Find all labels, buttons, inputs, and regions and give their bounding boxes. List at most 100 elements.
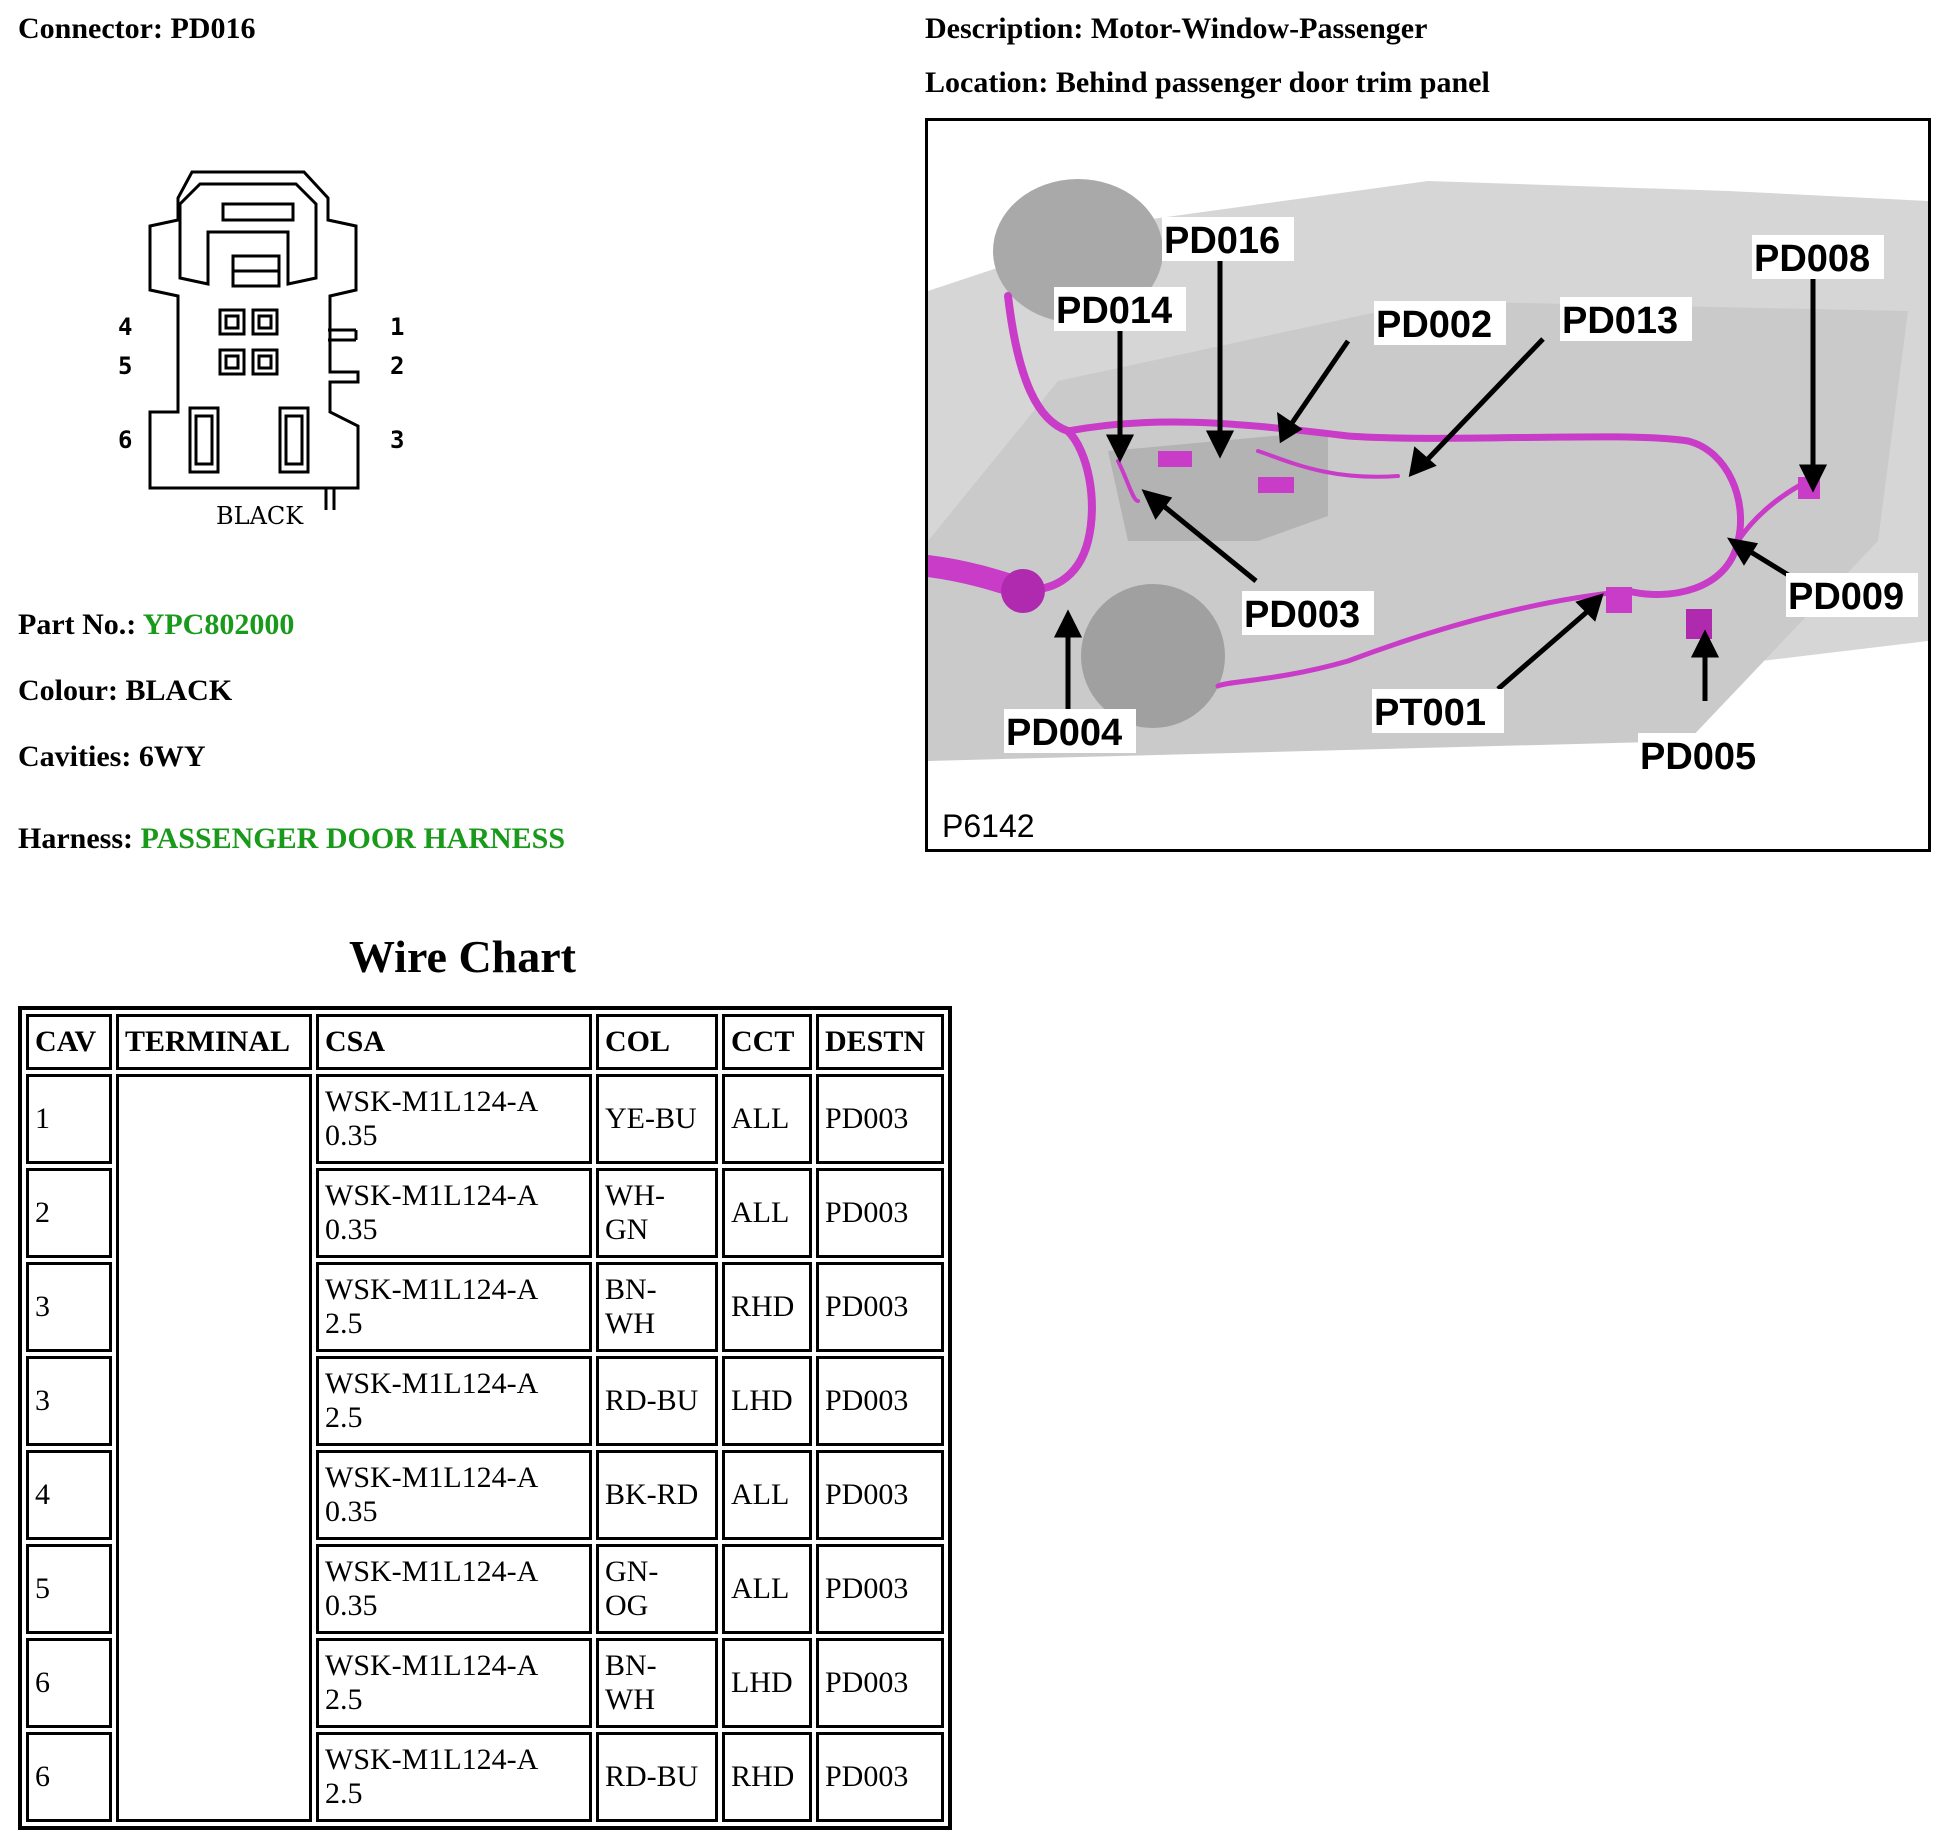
cell-destn: PD003 xyxy=(816,1262,944,1352)
cell-destn: PD003 xyxy=(816,1732,944,1822)
cell-col: RD-BU xyxy=(596,1356,718,1446)
cell-col: BK-RD xyxy=(596,1450,718,1540)
cavities-label: Cavities: xyxy=(18,740,132,773)
pin-label-6: 6 xyxy=(118,426,132,454)
cell-csa-size: 2.5 xyxy=(325,1307,363,1340)
callout-pd004: PD004 xyxy=(1006,712,1122,754)
callout-pd003: PD003 xyxy=(1244,594,1360,636)
description-line: Description: Motor-Window-Passenger xyxy=(925,12,1427,46)
cell-csa-spec: WSK-M1L124-A xyxy=(325,1273,539,1306)
cell-csa-spec: WSK-M1L124-A xyxy=(325,1461,539,1494)
callout-pd016: PD016 xyxy=(1164,220,1280,262)
cell-col-line1: YE-BU xyxy=(605,1102,697,1135)
description-label: Description: xyxy=(925,12,1084,45)
cell-csa-size: 0.35 xyxy=(325,1119,378,1152)
callout-pd014: PD014 xyxy=(1056,290,1172,332)
location-value: Behind passenger door trim panel xyxy=(1055,66,1490,99)
cell-terminal xyxy=(116,1074,312,1822)
location-label: Location: xyxy=(925,66,1049,99)
pin-label-5: 5 xyxy=(118,352,132,380)
cell-csa-spec: WSK-M1L124-A xyxy=(325,1179,539,1212)
table-header-row: CAV TERMINAL CSA COL CCT DESTN xyxy=(26,1014,944,1070)
cell-cct: ALL xyxy=(722,1450,812,1540)
connector-color-text: BLACK xyxy=(216,502,304,530)
cell-destn: PD003 xyxy=(816,1074,944,1164)
cell-csa-spec: WSK-M1L124-A xyxy=(325,1367,539,1400)
cavities-line: Cavities: 6WY xyxy=(18,740,205,774)
pin-label-2: 2 xyxy=(390,352,404,380)
header-csa: CSA xyxy=(316,1014,592,1070)
locator-diagram: PD016 PD014 PD002 PD013 PD008 PD003 PD00… xyxy=(925,118,1931,852)
cell-col-line2: OG xyxy=(605,1589,649,1622)
cell-cav: 6 xyxy=(26,1732,112,1822)
cell-col-line1: WH- xyxy=(605,1179,665,1212)
cell-col: BN-WH xyxy=(596,1638,718,1728)
cell-destn: PD003 xyxy=(816,1544,944,1634)
colour-value: BLACK xyxy=(125,674,233,707)
cell-cav: 5 xyxy=(26,1544,112,1634)
cell-destn: PD003 xyxy=(816,1638,944,1728)
harness-line: Harness: PASSENGER DOOR HARNESS xyxy=(18,822,565,856)
cell-csa-spec: WSK-M1L124-A xyxy=(325,1085,539,1118)
header-terminal: TERMINAL xyxy=(116,1014,312,1070)
cell-col-line2: GN xyxy=(605,1213,649,1246)
cell-destn: PD003 xyxy=(816,1168,944,1258)
cell-col: BN-WH xyxy=(596,1262,718,1352)
pin-label-4: 4 xyxy=(118,313,132,341)
cell-col: GN-OG xyxy=(596,1544,718,1634)
harness-value: PASSENGER DOOR HARNESS xyxy=(140,822,566,855)
locator-code: P6142 xyxy=(942,808,1035,844)
callout-pd008: PD008 xyxy=(1754,238,1870,280)
cell-csa-size: 0.35 xyxy=(325,1589,378,1622)
harness-label: Harness: xyxy=(18,822,133,855)
header-cct: CCT xyxy=(722,1014,812,1070)
part-no-label: Part No.: xyxy=(18,608,137,641)
cell-cct: ALL xyxy=(722,1074,812,1164)
callout-pd013: PD013 xyxy=(1562,300,1678,342)
cell-csa-size: 2.5 xyxy=(325,1401,363,1434)
pin-label-1: 1 xyxy=(390,313,404,341)
cell-cct: RHD xyxy=(722,1732,812,1822)
header-col: COL xyxy=(596,1014,718,1070)
cell-col: YE-BU xyxy=(596,1074,718,1164)
connector-line: Connector: PD016 xyxy=(18,12,255,46)
connector-label: Connector: xyxy=(18,12,163,45)
header-cav: CAV xyxy=(26,1014,112,1070)
cell-destn: PD003 xyxy=(816,1356,944,1446)
cavities-value: 6WY xyxy=(138,740,206,773)
cell-col-line1: RD-BU xyxy=(605,1760,699,1793)
callout-pd002: PD002 xyxy=(1376,304,1492,346)
cell-col: RD-BU xyxy=(596,1732,718,1822)
colour-line: Colour: BLACK xyxy=(18,674,232,708)
cell-cct: ALL xyxy=(722,1544,812,1634)
cell-csa-size: 0.35 xyxy=(325,1495,378,1528)
cell-cct: LHD xyxy=(722,1356,812,1446)
locator-illustration: PD016 PD014 PD002 PD013 PD008 PD003 PD00… xyxy=(928,179,1928,844)
cell-cct: RHD xyxy=(722,1262,812,1352)
cell-csa-size: 2.5 xyxy=(325,1777,363,1810)
cell-cav: 6 xyxy=(26,1638,112,1728)
callout-pt001: PT001 xyxy=(1374,692,1486,734)
cell-cav: 2 xyxy=(26,1168,112,1258)
location-line: Location: Behind passenger door trim pan… xyxy=(925,66,1490,100)
cell-csa-spec: WSK-M1L124-A xyxy=(325,1649,539,1682)
cell-cct: ALL xyxy=(722,1168,812,1258)
cell-cav: 1 xyxy=(26,1074,112,1164)
connector-face-drawing: 4 5 6 1 2 3 BLACK xyxy=(118,170,404,530)
part-no-line: Part No.: YPC802000 xyxy=(18,608,294,642)
cell-destn: PD003 xyxy=(816,1450,944,1540)
cell-cct: LHD xyxy=(722,1638,812,1728)
